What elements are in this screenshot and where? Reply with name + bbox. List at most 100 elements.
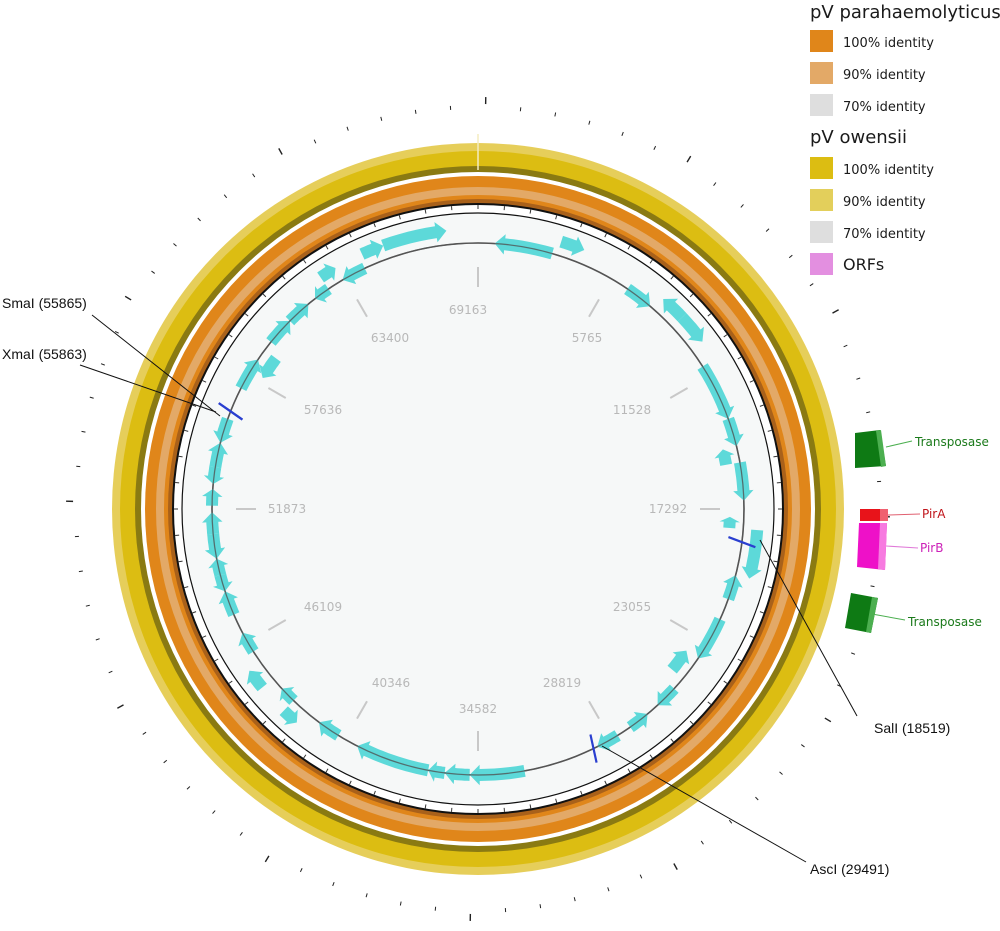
outer-tick	[607, 887, 610, 892]
sali-leader	[759, 539, 858, 717]
legend-swatch-owen-100	[810, 157, 833, 179]
outer-tick	[346, 126, 349, 131]
outer-tick	[142, 731, 147, 735]
inner-tick	[723, 334, 728, 338]
xmai-leader	[79, 364, 217, 413]
inner-tick	[303, 754, 307, 759]
transposase-1-highlight	[876, 430, 886, 467]
inner-tick	[178, 455, 183, 458]
scale-label-5765: 5765	[572, 331, 603, 345]
inner-tick	[214, 658, 219, 662]
outer-tick	[765, 228, 770, 232]
inner-tick	[627, 245, 631, 250]
outer-tick	[779, 771, 783, 775]
orf-arrow	[733, 461, 754, 501]
inner-tick	[244, 313, 249, 317]
outer-tick	[278, 148, 283, 155]
inner-tick	[773, 560, 778, 563]
transposase-1-label: Transposase	[914, 435, 989, 449]
asci-leader	[601, 745, 807, 863]
legend-label-owen-100: 100% identity	[843, 163, 934, 178]
outer-tick	[78, 570, 83, 573]
legend-swatch-orfs	[810, 253, 833, 275]
legend-swatch-owen-90	[810, 189, 833, 211]
outer-gene-annotations: Transposase PirA PirB Transposase	[845, 430, 989, 633]
outer-tick	[332, 882, 335, 887]
transposase-2-leader	[871, 613, 906, 621]
inner-tick	[192, 611, 197, 614]
inner-tick	[649, 754, 653, 759]
outer-tick	[197, 217, 201, 222]
orf-arrow	[213, 416, 234, 443]
inner-tick	[228, 334, 233, 338]
outer-tick	[673, 863, 678, 870]
outer-tick	[740, 204, 744, 208]
outer-tick	[173, 243, 177, 247]
legend-title-parahaemolyticus: pV parahaemolyticus	[810, 2, 1000, 23]
outer-tick	[414, 109, 417, 114]
inner-tick	[178, 560, 183, 563]
inner-tick	[262, 293, 267, 298]
scale-tick	[588, 700, 600, 720]
scale-tick	[669, 619, 689, 631]
outer-tick	[653, 145, 657, 150]
inner-tick	[202, 380, 207, 383]
outer-tick	[686, 155, 692, 163]
inner-tick	[529, 804, 532, 809]
smai-leader	[91, 314, 221, 417]
inner-tick	[373, 223, 376, 228]
orf-arrow	[259, 354, 281, 378]
outer-tick	[151, 270, 156, 274]
orf-arrow	[357, 741, 430, 777]
outer-tick	[554, 112, 557, 117]
orf-arrow	[719, 516, 740, 529]
restriction-site-mark	[589, 734, 598, 763]
orf-arrow	[722, 416, 744, 447]
inner-tick	[325, 245, 329, 250]
outer-tick	[809, 283, 814, 287]
outer-tick	[117, 704, 124, 709]
inner-tick	[580, 790, 583, 795]
inner-tick	[282, 275, 286, 280]
outer-tick	[539, 904, 542, 909]
outer-tick	[313, 139, 317, 144]
outer-tick	[85, 604, 90, 607]
orf-arrow	[722, 575, 743, 602]
scale-tick	[267, 619, 287, 631]
outer-tick	[870, 585, 875, 588]
inner-tick	[349, 233, 352, 238]
outer-tick	[186, 786, 191, 790]
orf-arrow	[694, 616, 726, 659]
legend-label-owen-70: 70% identity	[843, 227, 926, 242]
outer-tick	[832, 309, 839, 314]
scale-label-11528: 11528	[613, 403, 651, 417]
outer-tick	[365, 893, 368, 898]
inner-tick	[529, 209, 532, 214]
inner-tick	[707, 701, 712, 705]
legend-swatch-owen-70	[810, 221, 833, 243]
inner-tick	[202, 635, 207, 638]
outer-tick	[124, 295, 132, 301]
backbone-overlay	[211, 242, 745, 776]
orf-arrow	[246, 670, 267, 692]
outer-tick	[639, 874, 643, 879]
scale-tick	[669, 387, 689, 399]
transposase-2-label: Transposase	[907, 615, 982, 629]
inner-tick	[555, 798, 558, 803]
pira-highlight	[880, 509, 888, 521]
inner-tick	[214, 356, 219, 360]
orf-arrow	[714, 449, 735, 466]
scale-label-40346: 40346	[372, 676, 410, 690]
inner-tick	[604, 780, 607, 785]
outer-tick	[108, 670, 113, 674]
outer-tick	[856, 377, 861, 380]
outer-tick	[100, 363, 105, 366]
scale-label-17292: 17292	[649, 502, 687, 516]
scale-label-51873: 51873	[268, 502, 306, 516]
pira-label: PirA	[922, 507, 946, 521]
inner-tick	[689, 293, 694, 298]
inner-tick	[228, 680, 233, 684]
scale-label-28819: 28819	[543, 676, 581, 690]
xmai-label: XmaI (55863)	[2, 346, 87, 362]
